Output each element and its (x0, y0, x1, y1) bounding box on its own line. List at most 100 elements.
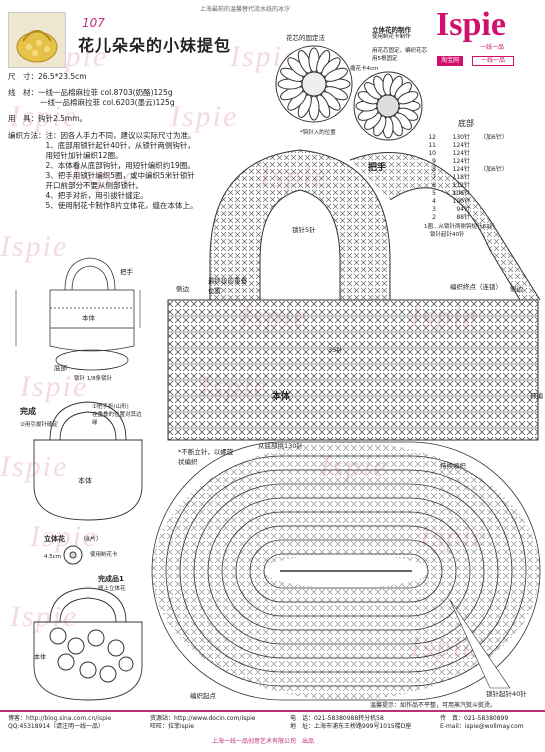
flower-fix-label: 用花芯固定，编织花芯用5根固定 (372, 48, 428, 62)
crochet-chart (151, 149, 541, 701)
count-round: 2 (432, 214, 436, 221)
handle-note-1: ①把手折(山形) (92, 404, 129, 410)
handle-note-2: 在重叠的位置对其边缘 (92, 412, 142, 426)
bag-schematic (15, 257, 141, 371)
tool-value: 钩针2.5mm。 (38, 114, 88, 124)
flower-note: *钩针入的位置 (300, 130, 336, 136)
web-key: 资源站： (150, 715, 175, 722)
bottom-title: 底部 (458, 119, 474, 128)
count-stitches: 130针 (452, 134, 470, 141)
tel-value: 021-58380988转分机58 (314, 715, 384, 722)
schematic-body: 本体 (82, 314, 95, 322)
shop-key: 旺旺： (150, 722, 169, 730)
start-label: 编织起点 (190, 692, 216, 700)
chain40-note: 锁针起针40针 (430, 232, 465, 238)
flower-diagram-2 (353, 71, 423, 141)
addr-key: 地 址： (290, 722, 315, 730)
end-point-label: 编织终点（连锁） (450, 283, 502, 291)
method-title: 编织方法： (8, 130, 46, 140)
watermark: Ispie (30, 520, 99, 553)
schematic-chain: 锁针 1/8条锁针 (74, 376, 113, 382)
chain-start-label: 锁针起针40针 (486, 690, 527, 698)
mail-value[interactable]: ispie@wollmay.com (464, 722, 524, 730)
watermark: Ispie (70, 160, 139, 193)
watermark: Ispie (0, 450, 69, 483)
blog-link[interactable]: http://blog.sina.com.cn/ispie (26, 715, 112, 722)
finished-bag-diagram (33, 401, 143, 521)
handle-label: 把手 (368, 163, 387, 173)
size-key: 尺 寸： (8, 72, 38, 81)
specs: 尺 寸：26.5*23.5cm 线 材：一线一品棉麻拉菲 col.8703(奶酪… (8, 72, 268, 212)
schematic-handle: 把手 (120, 268, 133, 276)
method-line: 注：因各人手力不同，建议以实际尺寸为准。 (45, 130, 196, 140)
count-stitches: 124针 (452, 150, 470, 157)
count-note: （加6针） (480, 166, 508, 173)
qq-value: 45318914（请注明一线一品） (19, 722, 105, 730)
fax-key: 传 真： (440, 715, 465, 722)
final-pos-label: 最终段的重叠位置 (208, 277, 247, 295)
no-break-label: *不断立针，以螺旋状编织 (178, 448, 234, 466)
method-line: 开口前部分不要从侧部锁针。 (45, 181, 144, 191)
yarn-key: 线 材： (8, 88, 38, 98)
count-round: 4 (432, 198, 436, 205)
flower-3d-sub: 使用制花卡制作 (372, 34, 411, 40)
addr-value: 上海市浦东王桥路999号1015楼D座 (314, 722, 412, 730)
method-line: 3、把手用锁针编织5圈，或中编织5米针锁针 (45, 171, 195, 180)
small-flower-icon (63, 545, 83, 565)
round-label: 环编 (530, 392, 543, 400)
method-line: 4、把手对折，用引拔针缝定。 (45, 191, 148, 201)
product-photo (8, 12, 66, 68)
count-130-label: 从底部挑130针 (258, 442, 303, 450)
header-tagline: 上海最前的温馨替代流水线的冰汐 (200, 6, 291, 13)
web-link[interactable]: http://www.docin.com/ispie (174, 715, 256, 722)
brand-sub: 一线一品 (480, 44, 505, 51)
blog-key: 博客： (8, 715, 27, 722)
tool-key: 用 具： (8, 114, 38, 124)
tel-key: 电 话： (290, 715, 315, 722)
brand-pill-shop[interactable]: 一线一品 (472, 56, 515, 66)
side-label-left: 侧边 (176, 285, 189, 293)
pattern-number: 107 (82, 16, 105, 30)
brand-logo: Ispie (436, 6, 506, 43)
count-row: 10 124针 (422, 150, 542, 158)
count-stitches: 124针 (452, 142, 470, 149)
watermark: Ispie (0, 230, 69, 263)
count-stitches: 118针 (452, 174, 470, 181)
size-value: 26.5*23.5cm (38, 72, 87, 81)
flowers-count: （8片） (80, 536, 102, 543)
flower-3d-label: 立体花的制作 (372, 26, 411, 34)
fax-value: 021-58380899 (464, 715, 509, 722)
watermark: Ispie (20, 370, 89, 403)
company-name: 上海一线一品创意艺术有限公司 出品 (212, 738, 315, 745)
final-body-label: 本体 (34, 654, 47, 661)
final-bag-diagram (33, 587, 143, 701)
watermark: Ispie (10, 100, 79, 133)
schematic-bottom: 底部 (54, 364, 67, 372)
count-round: 3 (432, 206, 436, 213)
flower-method-label: 花芯的固定法 (286, 34, 325, 42)
yarn-value-2: 一线一品棉麻拉菲 col.6203(墨云)125g (40, 98, 175, 108)
flower-diagram-1 (275, 45, 353, 123)
side-label-right: 侧边 (510, 285, 523, 293)
method-line: 1、底部用锁针起针40针，从锁针两侧钩针， (45, 140, 195, 150)
handle-chain-label: 锁针5针 (292, 226, 316, 234)
make-card-label: 使用制花卡 (90, 552, 118, 558)
footer: 博客：http://blog.sina.com.cn/ispie QQ:4531… (0, 710, 545, 752)
count-round: 10 (428, 150, 436, 157)
finish2-label: 完成品1 (98, 575, 124, 583)
brand-pill-taobao[interactable]: 淘宝网 (437, 56, 464, 66)
continue-label: 持续编织 (440, 462, 466, 470)
page-title: 花儿朵朵的小妹提包 (78, 36, 232, 55)
shop-value: 拉菲ispie (168, 722, 194, 730)
fix-flowers-label: 缝上立体花 (98, 586, 126, 592)
method-line: 2、本体看从底部钩针，用短针编织约19圈。 (45, 160, 195, 170)
count-row-note: 1圈…从锁针两侧钩短针82针 (424, 224, 495, 230)
finish-label: 完成 (20, 407, 36, 416)
finish-body-label: 本体 (78, 477, 92, 485)
count-35-label: 35针 (328, 346, 343, 354)
watermark: Ispie (10, 600, 79, 633)
